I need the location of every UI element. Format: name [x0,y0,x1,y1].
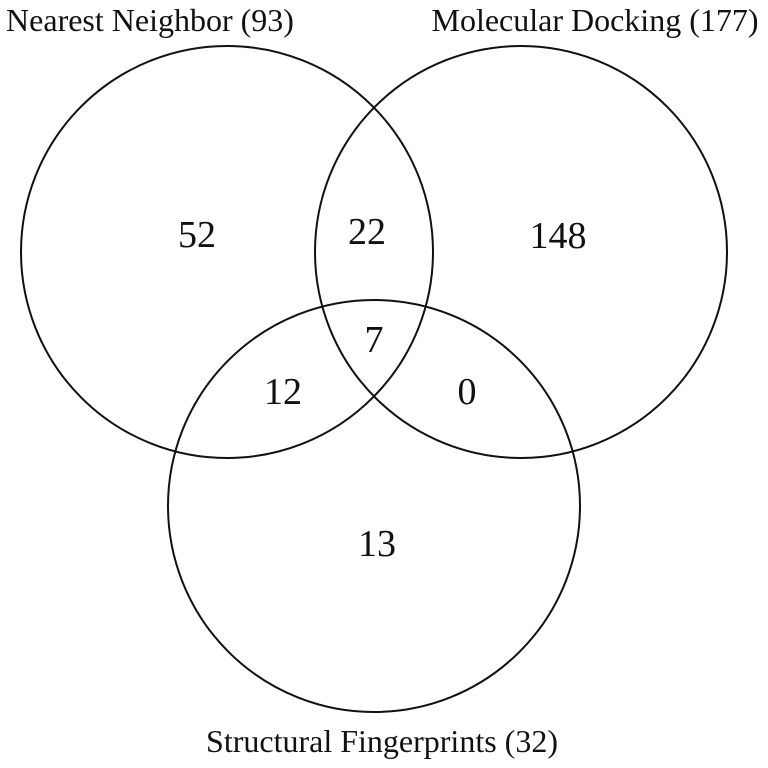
region-count-nn-md-sf: 7 [365,319,384,361]
set-label-molecular-docking: Molecular Docking (177) [431,2,758,38]
circle-nearest-neighbor [20,45,434,459]
circle-structural-fingerprints [167,299,581,713]
set-label-nearest-neighbor: Nearest Neighbor (93) [6,2,294,38]
circle-molecular-docking [314,45,728,459]
region-count-nn-md: 22 [348,211,386,253]
region-count-nn-only: 52 [178,214,216,256]
region-count-nn-sf: 12 [264,371,302,413]
region-count-md-sf: 0 [458,371,477,413]
region-count-md-only: 148 [530,215,587,257]
region-count-sf-only: 13 [358,523,396,565]
set-label-structural-fingerprints: Structural Fingerprints (32) [206,723,558,759]
